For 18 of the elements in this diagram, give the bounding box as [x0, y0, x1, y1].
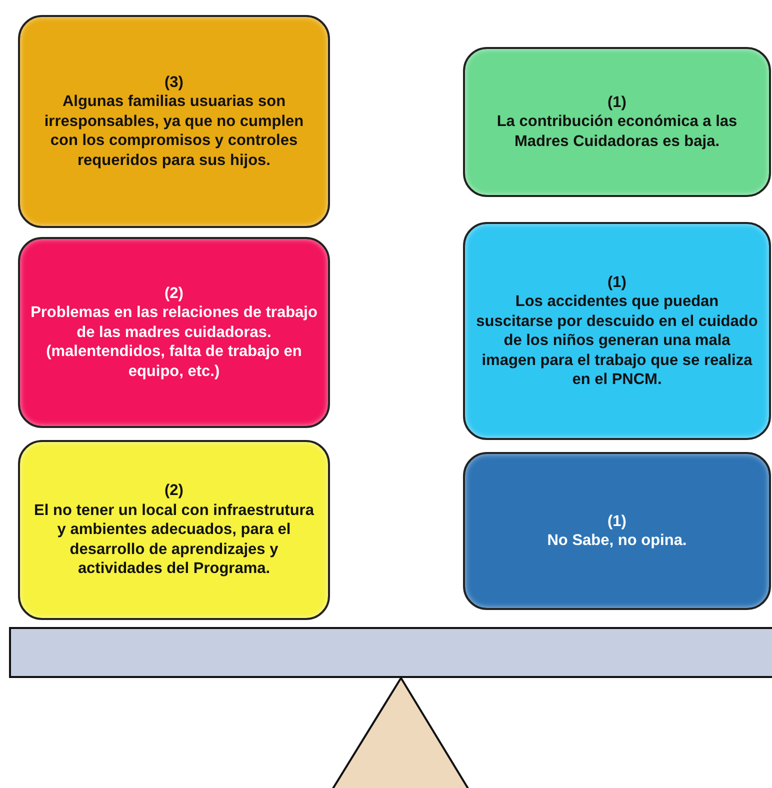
rounded-box: [463, 222, 771, 440]
box-text: Algunas familias usuarias son irresponsables, ya que no cumplen con los compromisos y controles requeridos para sus hijos.: [43, 92, 305, 170]
rounded-box: [18, 440, 330, 620]
rounded-box: [463, 47, 771, 197]
box-text: Los accidentes que puedan suscitarse por descuido en el cuidado de los niños generan una mala imagen para el trabajo que se realiza en el PNCM.: [475, 292, 759, 390]
box-text: Problemas en las relaciones de trabajo de las madres cuidadoras. (malentendidos, falta de trabajo en equipo, etc.): [30, 303, 318, 382]
count-label: (2): [164, 284, 184, 304]
count-label: (1): [608, 512, 626, 531]
count-label: (2): [164, 481, 184, 501]
box-text: No Sabe, no opina.: [547, 531, 687, 550]
rounded-box: [18, 15, 330, 228]
box-text: La contribución económica a las Madres Cuidadoras es baja.: [496, 112, 738, 152]
count-label: (3): [164, 72, 184, 92]
rounded-box: [18, 237, 330, 428]
rounded-box: [463, 452, 771, 610]
box-text: El no tener un local con infraestrutura y ambientes adecuados, para el desarrollo de aprendizajes y actividades del Programa.: [33, 500, 316, 579]
count-label: (1): [608, 272, 626, 292]
count-label: (1): [608, 92, 626, 112]
